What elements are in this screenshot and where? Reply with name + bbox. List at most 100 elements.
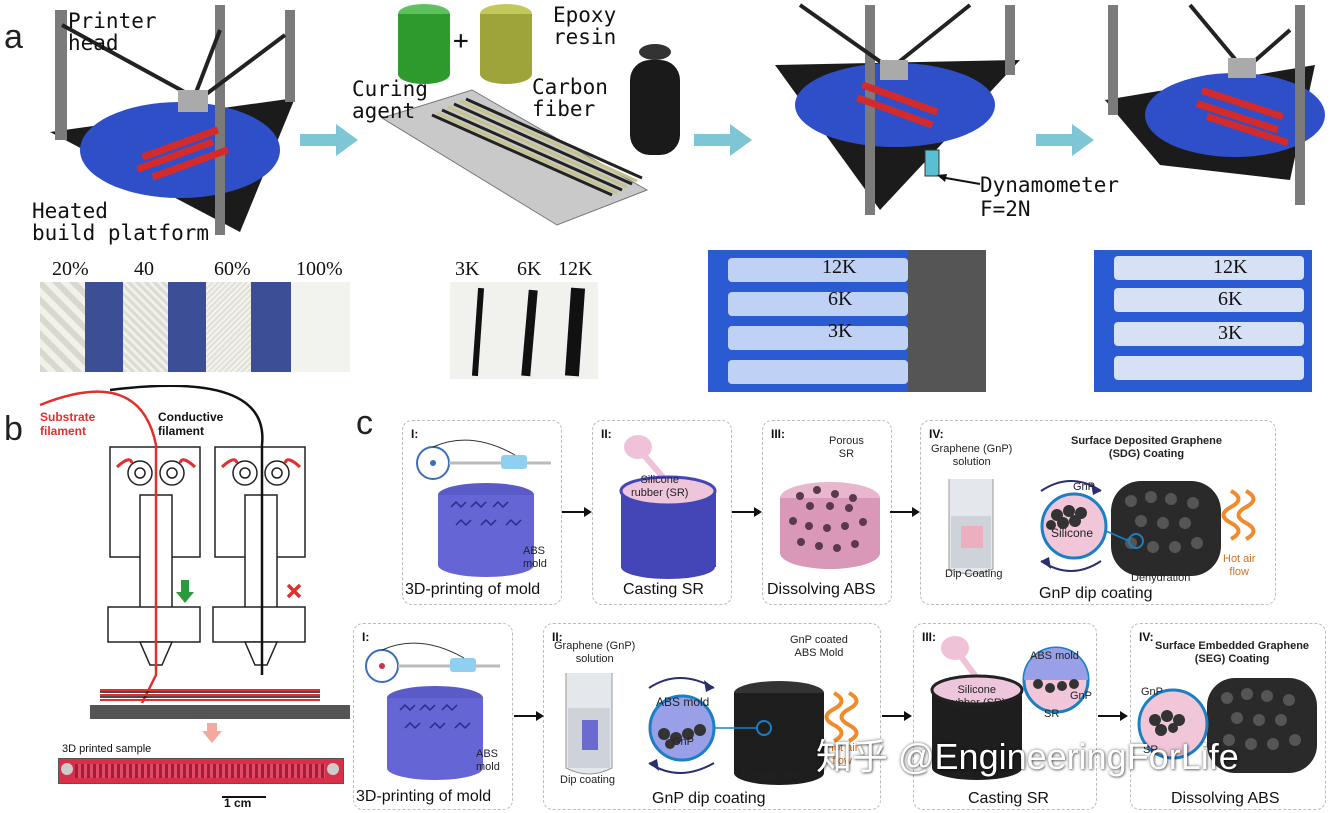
row2-step4-num: IV: xyxy=(1139,630,1154,644)
process-arrow-3 xyxy=(1036,124,1094,156)
force-label: F=2N xyxy=(980,197,1031,221)
row1-step3-caption: Dissolving ABS xyxy=(767,581,876,598)
panel-c-letter: c xyxy=(356,404,373,442)
printed-sample-photo xyxy=(58,758,344,784)
watermark: 知乎 @EngineeringForLife xyxy=(816,736,1239,777)
row1-step4-dehydration: Dehydration xyxy=(1131,572,1191,584)
row1-step3-label: Porous SR xyxy=(829,435,864,460)
fiber-resin-illustration xyxy=(380,4,680,226)
row2-step2-box: II: Graphene (GnP) solution GnP coated A… xyxy=(543,623,881,810)
infill-label-1: 20% xyxy=(52,258,89,280)
row2-step1-num: I: xyxy=(362,630,370,644)
row2-step3-abs-mold: ABS mold xyxy=(1030,650,1079,662)
row2-step2-abs-mold: ABS mold xyxy=(656,695,710,709)
row2-step2-dip: Dip coating xyxy=(560,774,616,786)
process-arrow-2 xyxy=(694,124,752,156)
printer-head-label: Printer head xyxy=(68,9,157,55)
dual-extruder-diagram xyxy=(39,385,350,743)
porous-sr-illustration xyxy=(780,482,880,569)
row1-step4-solution: Graphene (GnP) solution xyxy=(931,443,1013,468)
row1-step2-num: II: xyxy=(601,427,612,441)
fiber-photo xyxy=(450,282,598,379)
row2-step2-coated: GnP coated ABS Mold xyxy=(790,634,848,659)
row2-dip-coating-illustration xyxy=(565,673,859,785)
row1-casting-illustration xyxy=(619,435,717,579)
printer-illustration-1 xyxy=(50,5,295,235)
row1-step4-box: IV: Surface Deposited Graphene (SDG) Coa… xyxy=(920,420,1276,605)
row2-step4-sr: SR xyxy=(1143,744,1159,756)
fiber-label-2: 6K xyxy=(517,258,542,280)
seg-coating-illustration xyxy=(1137,678,1317,773)
specimen-photo-left xyxy=(708,250,986,392)
infill-photo xyxy=(40,282,350,372)
row1-step4-hot-air: Hot air flow xyxy=(1223,553,1256,578)
row1-step2-box: II: Silicone rubber (SR) Casting SR xyxy=(592,420,732,605)
row1-step4-caption: GnP dip coating xyxy=(1039,585,1153,602)
row2-step2-dehydration: Dehydration xyxy=(742,770,802,782)
epoxy-resin-label: Epoxy resin xyxy=(553,3,617,49)
specimen-left-label-2: 6K xyxy=(828,288,853,310)
conductive-filament-label: Conductive filament xyxy=(158,410,224,438)
plus-sign: + xyxy=(453,26,469,56)
row2-step3-num: III: xyxy=(922,630,936,644)
row1-step4-gnp: GnP xyxy=(1073,481,1096,493)
row1-mold-illustration xyxy=(416,439,551,577)
printer-illustration-2 xyxy=(775,3,1020,215)
panel-a-letter: a xyxy=(4,18,23,56)
row2-arrow-3 xyxy=(1098,711,1128,721)
row1-step4-num: IV: xyxy=(929,427,944,441)
row2-step1-box: I: ABS mold 3D-printing of mold xyxy=(353,623,513,810)
specimen-left-label-3: 3K xyxy=(828,320,853,342)
row2-step4-box: IV: Surface Embedded Graphene (SEG) Coat… xyxy=(1130,623,1326,810)
fiber-label-1: 3K xyxy=(455,258,480,280)
row2-step2-num: II: xyxy=(552,630,563,644)
sdg-coating-illustration xyxy=(948,479,1256,576)
row1-step4-silicone: Silicone xyxy=(1051,526,1094,540)
heated-build-platform-label: Heated build platform xyxy=(32,199,210,245)
printed-sample-label: 3D printed sample xyxy=(62,743,152,755)
row2-step1-caption: 3D-printing of mold xyxy=(356,788,492,805)
specimen-photo-right xyxy=(1094,250,1312,392)
infill-label-2: 40 xyxy=(134,258,154,280)
row2-casting-illustration xyxy=(930,636,1090,780)
row2-step2-gnp: GnP xyxy=(672,736,695,748)
row1-arrow-3 xyxy=(890,507,920,517)
row2-step3-label: Silicone rubber (SR) xyxy=(948,684,1006,709)
row2-step3-caption: Casting SR xyxy=(968,790,1049,807)
row1-step2-caption: Casting SR xyxy=(623,581,704,598)
row2-step2-hot-air: Hot air flow xyxy=(826,742,859,767)
infill-label-4: 100% xyxy=(296,258,343,280)
row1-step3-num: III: xyxy=(771,427,785,441)
dynamometer-label: Dynamometer xyxy=(980,173,1120,197)
row2-step2-solution: Graphene (GnP) solution xyxy=(554,640,636,665)
scale-bar-label: 1 cm xyxy=(224,796,252,810)
row2-step1-label: ABS mold xyxy=(476,748,500,773)
scale-bar xyxy=(222,796,266,798)
row1-step4-title: Surface Deposited Graphene (SDG) Coating xyxy=(1071,435,1222,460)
carbon-fiber-label: Carbon fiber xyxy=(532,75,608,121)
row1-step1-box: I: ABS mold 3D-printing of mold xyxy=(402,420,562,605)
specimen-right-label-2: 6K xyxy=(1218,288,1243,310)
dynamometer-pointer xyxy=(937,174,981,185)
row1-step3-box: III: Porous SR Dissolving ABS xyxy=(762,420,892,605)
row1-step1-num: I: xyxy=(411,427,419,441)
row2-step4-caption: Dissolving ABS xyxy=(1171,790,1280,807)
row2-step4-title: Surface Embedded Graphene (SEG) Coating xyxy=(1155,640,1310,665)
row1-step1-caption: 3D-printing of mold xyxy=(405,581,541,598)
infill-label-3: 60% xyxy=(214,258,251,280)
row2-arrow-1 xyxy=(514,711,544,721)
row1-step4-dip: Dip Coating xyxy=(945,568,1003,580)
row2-step3-gnp: GnP xyxy=(1070,690,1093,702)
specimen-left-label-1: 12K xyxy=(822,256,857,278)
row2-step2-caption: GnP dip coating xyxy=(652,790,766,807)
specimen-right-label-3: 3K xyxy=(1218,322,1243,344)
printer-illustration-3 xyxy=(1105,3,1325,205)
process-arrow-1 xyxy=(300,124,358,156)
row2-step3-box: III: Silicone rubber (SR) ABS mold GnP S… xyxy=(913,623,1097,810)
row2-step3-sr: SR xyxy=(1044,708,1060,720)
row2-mold-illustration xyxy=(365,642,500,780)
fiber-label-3: 12K xyxy=(558,258,593,280)
row1-step2-label: Silicone rubber (SR) xyxy=(631,474,689,499)
curing-agent-label: Curing agent xyxy=(352,77,428,123)
